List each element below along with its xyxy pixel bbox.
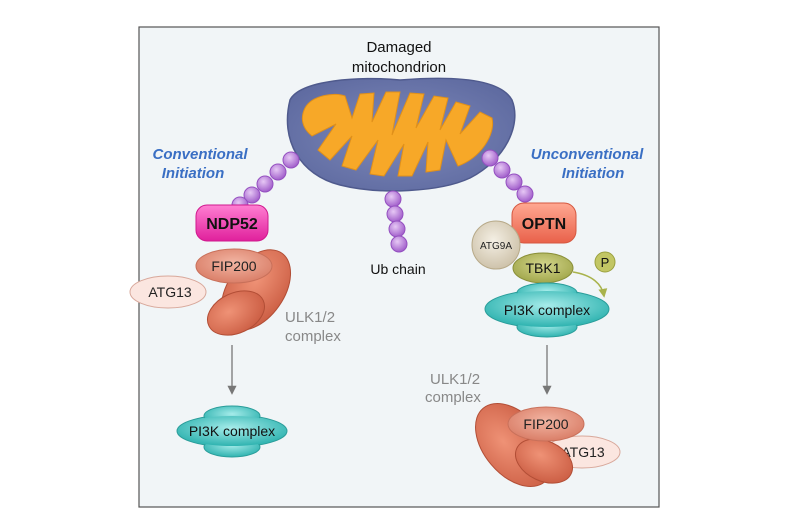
pi3k-label-left: PI3K complex — [189, 423, 275, 439]
ulk-complex-right: ATG13 FIP200 — [475, 402, 621, 488]
ndp52-receptor: NDP52 — [195, 204, 269, 242]
atg9a-label: ATG9A — [480, 241, 512, 252]
ndp52-label: NDP52 — [206, 216, 258, 233]
phosphorylation-arrow — [572, 271, 608, 298]
tbk1-protein: TBK1 — [512, 252, 574, 284]
tbk1-label: TBK1 — [525, 260, 560, 276]
optn-label: OPTN — [522, 216, 566, 233]
atg13-label-right: ATG13 — [561, 444, 605, 460]
title-line-1: Damaged — [366, 39, 431, 56]
fip200-label-right: FIP200 — [523, 416, 568, 432]
atg13-label-left: ATG13 — [148, 284, 192, 300]
ulk-label-left-1: ULK1/2 — [285, 309, 335, 326]
fip200-label-left: FIP200 — [211, 258, 256, 274]
pi3k-complex-left: PI3K complex — [176, 405, 288, 458]
pi3k-complex-right: PI3K complex — [484, 282, 610, 338]
ulk-label-right-1: ULK1/2 — [430, 371, 480, 388]
pi3k-label-right: PI3K complex — [504, 302, 590, 318]
ub-chain-right — [481, 149, 534, 203]
atg9a-protein: ATG9A — [471, 220, 521, 270]
right-heading-line-1: Unconventional — [531, 146, 644, 163]
mitochondrion — [286, 77, 516, 192]
right-heading-line-2: Initiation — [562, 165, 625, 182]
left-heading-line-1: Conventional — [152, 146, 248, 163]
ub-chain-label: Ub chain — [370, 261, 425, 277]
left-heading-line-2: Initiation — [162, 165, 225, 182]
phospho-group: P — [594, 251, 616, 273]
ulk-label-left-2: complex — [285, 328, 341, 345]
title-line-2: mitochondrion — [352, 59, 446, 76]
phospho-label: P — [601, 255, 610, 270]
optn-receptor: OPTN — [511, 202, 577, 244]
ulk-complex-left: ATG13 FIP200 — [129, 248, 292, 336]
ulk-label-right-2: complex — [425, 389, 481, 406]
ub-chain-center — [384, 190, 408, 253]
mitochondrion-cristae — [301, 91, 494, 177]
